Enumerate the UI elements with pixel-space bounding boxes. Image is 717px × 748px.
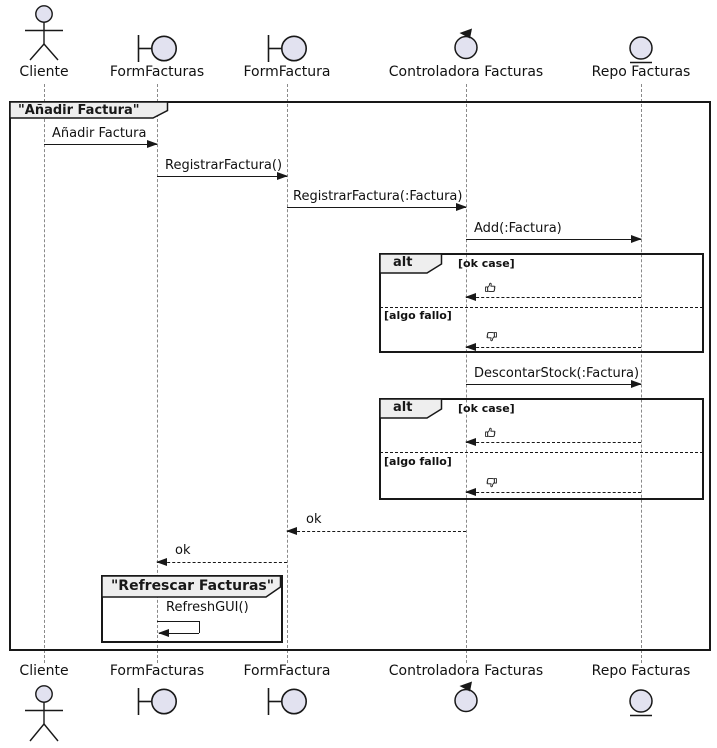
arrowhead-icon (465, 343, 476, 351)
lifeline-controladora (465, 84, 467, 663)
boundary-icon (266, 686, 309, 721)
lifeline-formfacturas (156, 84, 158, 663)
alt-fragment (379, 253, 704, 353)
alt-guard-ok: [ok case] (458, 257, 515, 270)
return-label: ok (306, 512, 322, 527)
message-label: DescontarStock(:Factura) (474, 366, 640, 381)
frame-title-pentagon (101, 575, 282, 598)
thumbs-down-icon (484, 330, 498, 344)
message-label: Añadir Factura (52, 126, 147, 141)
frame-anadir-factura (9, 101, 711, 651)
lifeline-repo (640, 84, 642, 663)
message-label: Add(:Factura) (474, 221, 562, 236)
return-arrow (465, 438, 641, 446)
arrowhead-icon (147, 140, 158, 148)
alt-divider (380, 307, 703, 308)
participant-label-cliente: Cliente (19, 64, 69, 80)
control-icon (453, 26, 479, 64)
lifeline-formfactura (286, 84, 288, 663)
boundary-icon (136, 33, 179, 68)
message-arrow (44, 140, 158, 148)
entity-icon (626, 689, 656, 722)
arrowhead-icon (631, 380, 642, 388)
actor-icon (18, 683, 70, 748)
alt-pentagon (379, 398, 443, 419)
message-arrow (157, 172, 288, 180)
message-label: RegistrarFactura() (165, 158, 283, 173)
alt-divider (380, 452, 703, 453)
participant-label-formfacturas: FormFacturas (109, 663, 205, 679)
message-label: RegistrarFactura(:Factura) (293, 189, 463, 204)
frame-title: "Añadir Factura" (18, 103, 140, 118)
message-label: RefreshGUI() (166, 600, 249, 615)
arrowhead-icon (286, 527, 297, 535)
arrowhead-icon (456, 203, 467, 211)
arrowhead-icon (277, 172, 288, 180)
self-message-return (158, 629, 199, 637)
lifeline-cliente (43, 84, 45, 663)
return-arrow (156, 558, 287, 566)
message-arrow (466, 235, 642, 243)
participant-label-repo: Repo Facturas (591, 663, 691, 679)
thumbs-up-icon (484, 280, 498, 294)
message-arrow (287, 203, 467, 211)
thumbs-down-icon (484, 476, 498, 490)
participant-label-formfactura: FormFactura (243, 64, 331, 80)
alt-guard-fail: [algo fallo] (384, 309, 452, 322)
return-arrow (465, 293, 641, 301)
frame-title: "Refrescar Facturas" (111, 578, 275, 594)
arrowhead-icon (465, 438, 476, 446)
return-arrow (465, 343, 641, 351)
alt-operator: alt (393, 255, 413, 270)
participant-label-formfactura: FormFactura (243, 663, 331, 679)
entity-icon (626, 36, 656, 69)
frame-title-pentagon (9, 101, 169, 119)
alt-pentagon (379, 253, 443, 274)
thumbs-up-icon (484, 425, 498, 439)
return-arrow (465, 488, 641, 496)
participant-label-controladora: Controladora Facturas (388, 64, 544, 80)
alt-operator: alt (393, 400, 413, 415)
self-message-side (199, 621, 200, 633)
message-arrow (466, 380, 642, 388)
return-arrow (286, 527, 466, 535)
actor-icon (18, 4, 70, 68)
participant-label-controladora: Controladora Facturas (388, 663, 544, 679)
participant-label-cliente: Cliente (19, 663, 69, 679)
control-icon (453, 679, 479, 717)
arrowhead-icon (465, 293, 476, 301)
alt-guard-fail: [algo fallo] (384, 455, 452, 468)
participant-label-repo: Repo Facturas (591, 64, 691, 80)
arrowhead-icon (465, 488, 476, 496)
alt-fragment (379, 398, 704, 500)
arrowhead-icon (631, 235, 642, 243)
participant-label-formfacturas: FormFacturas (109, 64, 205, 80)
self-message-top (157, 621, 199, 622)
boundary-icon (266, 33, 309, 68)
return-label: ok (175, 543, 191, 558)
boundary-icon (136, 686, 179, 721)
arrowhead-icon (156, 558, 167, 566)
alt-guard-ok: [ok case] (458, 402, 515, 415)
arrowhead-icon (158, 629, 169, 637)
